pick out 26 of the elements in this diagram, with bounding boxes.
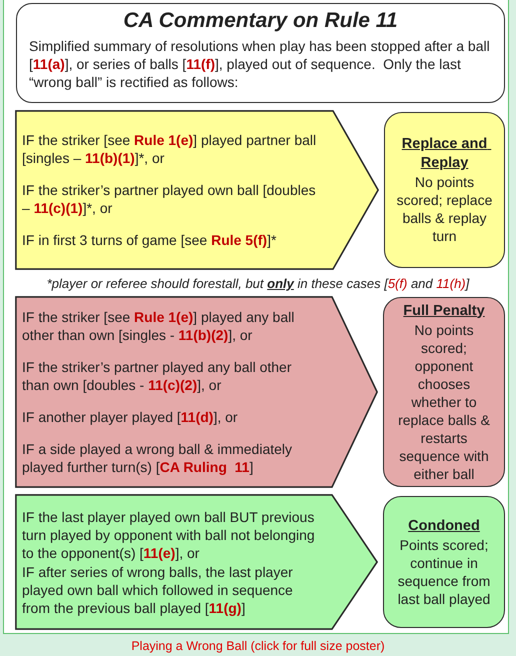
condition-arrow-box: [15, 296, 378, 488]
outcome-heading: Replace and Replay: [400, 135, 488, 173]
outcome-box: [384, 112, 505, 268]
outcome-box: [383, 496, 505, 628]
condition-arrow-box: [15, 494, 378, 630]
condition-text: IF after series of wrong balls, the last player played own ball which followed in sequence from the previous ball played [11(g)]: [22, 562, 294, 616]
condition-text: IF another player played [11(d)], or: [22, 408, 239, 426]
outcome-heading: Condoned: [408, 516, 480, 536]
condition-text: IF the striker [see Rule 1(e)] played any ball other than own [singles - 11(b)(2)], or: [22, 308, 296, 344]
footnote: *player or referee should forestall, but only in these cases [5(f) and 11(h)]: [46, 275, 470, 292]
outcome-text: No points scored; opponent chooses whether to replace balls & restarts sequence with either ball: [397, 320, 491, 482]
summary-text: Simplified summary of resolutions when play has been stopped after a ball [11(a)], or series of balls [11(f)], played out of sequence. Only the last “wrong ball” is rectified as follows:: [29, 37, 491, 91]
outcome-text: No points scored; replace balls & replay turn: [396, 173, 494, 245]
condition-text: IF the striker’s partner played any ball other than own [doubles - 11(c)(2)], or: [22, 358, 293, 394]
outcome-heading: Full Penalty: [403, 302, 485, 320]
caption-link: Playing a Wrong Ball (click for full size poster): [130, 638, 386, 654]
summary-box: [16, 3, 505, 103]
outcome-box: [383, 297, 505, 487]
condition-text: IF the striker’s partner played own ball [doubles – 11(c)(1)]*, or: [22, 181, 317, 217]
condition-text: IF the striker [see Rule 1(e)] played partner ball [singles – 11(b)(1)]*, or: [22, 131, 318, 167]
condition-text: IF in first 3 turns of game [see Rule 5(f)]*: [22, 231, 278, 249]
heading: CA Commentary on Rule 11: [122, 8, 399, 34]
condition-text: IF the last player played own ball BUT previous turn played by opponent with ball not belonging to the opponent(s) [11(e)], or: [22, 508, 316, 562]
outcome-text: Points scored; continue in sequence from last ball played: [396, 536, 492, 608]
condition-arrow-box: [15, 110, 379, 270]
condition-text: IF a side played a wrong ball & immediately played further turn(s) [CA Ruling 11]: [22, 440, 294, 476]
